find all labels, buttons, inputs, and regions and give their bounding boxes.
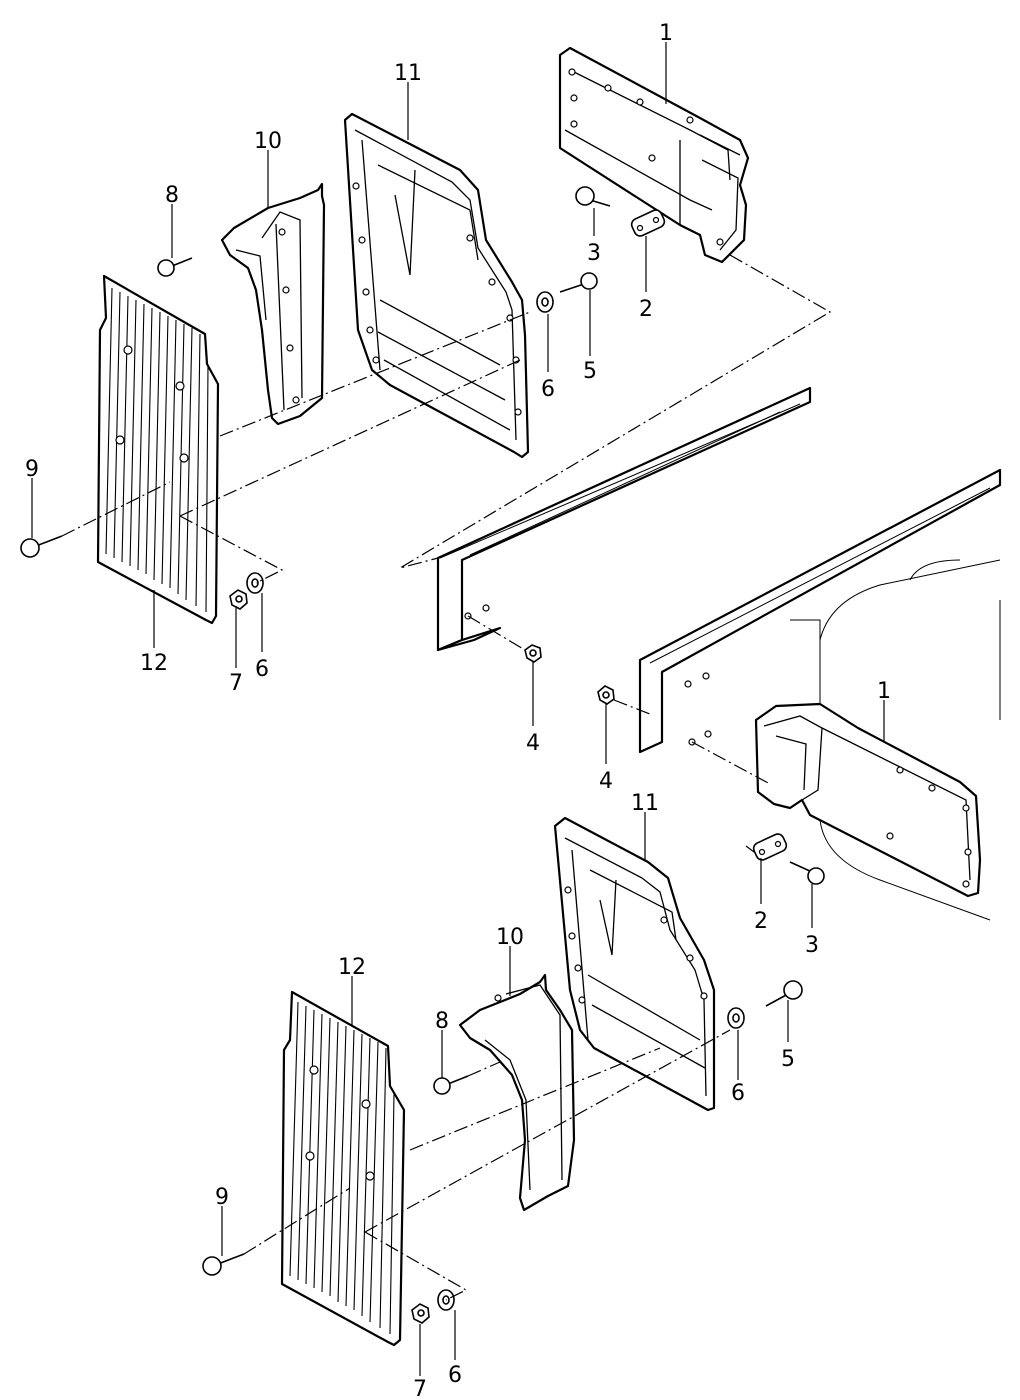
screw-9-upper bbox=[20, 535, 63, 558]
callout-8-lower: 8 bbox=[435, 1009, 449, 1034]
screw-9-lower bbox=[202, 1253, 245, 1276]
nut-7-upper bbox=[229, 589, 248, 610]
callout-5-lower: 5 bbox=[781, 1047, 795, 1072]
callout-labels: 1 11 10 8 3 2 5 6 9 12 7 6 4 4 1 11 2 3 … bbox=[25, 21, 891, 1400]
callout-11-upper: 11 bbox=[394, 61, 422, 86]
callout-11-lower: 11 bbox=[631, 791, 659, 816]
bolt-8-upper bbox=[157, 257, 193, 277]
plate-2-upper bbox=[630, 209, 666, 237]
callout-6-upper-b: 6 bbox=[255, 657, 269, 682]
bracket-10-lower bbox=[458, 973, 576, 1212]
plate-2-lower bbox=[752, 833, 788, 861]
callout-5-upper: 5 bbox=[583, 359, 597, 384]
washer-6-lower bbox=[727, 1007, 745, 1029]
mud-flap-panel-11-lower bbox=[553, 816, 716, 1112]
nut-4-upper bbox=[524, 644, 542, 663]
callout-3-upper: 3 bbox=[587, 241, 601, 266]
mud-flap-12-upper bbox=[96, 274, 220, 625]
callout-12-upper: 12 bbox=[140, 651, 168, 676]
washer-6-upper-b bbox=[246, 572, 264, 594]
callout-6-lower-b: 6 bbox=[448, 1363, 462, 1388]
frame-rail-upper bbox=[436, 386, 812, 652]
callout-9-upper: 9 bbox=[25, 457, 39, 482]
bracket-10-upper bbox=[220, 182, 326, 426]
callout-6-upper: 6 bbox=[541, 377, 555, 402]
callout-12-lower: 12 bbox=[338, 955, 366, 980]
nut-7-lower bbox=[411, 1303, 430, 1324]
bolt-5-lower bbox=[765, 980, 803, 1007]
leader-lines bbox=[31, 42, 885, 1376]
callout-9-lower: 9 bbox=[215, 1185, 229, 1210]
nut-4-lower bbox=[597, 685, 615, 705]
callout-3-lower: 3 bbox=[805, 933, 819, 958]
bolt-3-upper bbox=[575, 186, 611, 207]
bracket-1-lower bbox=[754, 702, 982, 898]
callout-2-upper: 2 bbox=[639, 297, 653, 322]
callout-2-lower: 2 bbox=[754, 909, 768, 934]
assembly-centerlines bbox=[61, 254, 832, 1301]
callout-4-lower: 4 bbox=[599, 769, 613, 794]
bolt-8-lower bbox=[433, 1075, 469, 1095]
bolt-3-lower bbox=[789, 861, 825, 885]
bolt-5-upper bbox=[559, 272, 598, 293]
mud-flap-panel-11-upper bbox=[343, 112, 530, 459]
fuel-tank-outline bbox=[790, 559, 1001, 921]
callout-10-upper: 10 bbox=[254, 129, 282, 154]
callout-1-lower: 1 bbox=[877, 679, 891, 704]
callout-4-upper: 4 bbox=[526, 731, 540, 756]
mud-flap-12-lower bbox=[280, 990, 406, 1347]
callout-10-lower: 10 bbox=[496, 925, 524, 950]
bracket-1-upper bbox=[558, 46, 750, 264]
callout-7-upper: 7 bbox=[229, 671, 243, 696]
washer-6-upper bbox=[536, 291, 554, 313]
callout-8-upper: 8 bbox=[165, 183, 179, 208]
callout-7-lower: 7 bbox=[413, 1377, 427, 1400]
callout-1-upper: 1 bbox=[659, 21, 673, 46]
callout-6-lower: 6 bbox=[731, 1081, 745, 1106]
